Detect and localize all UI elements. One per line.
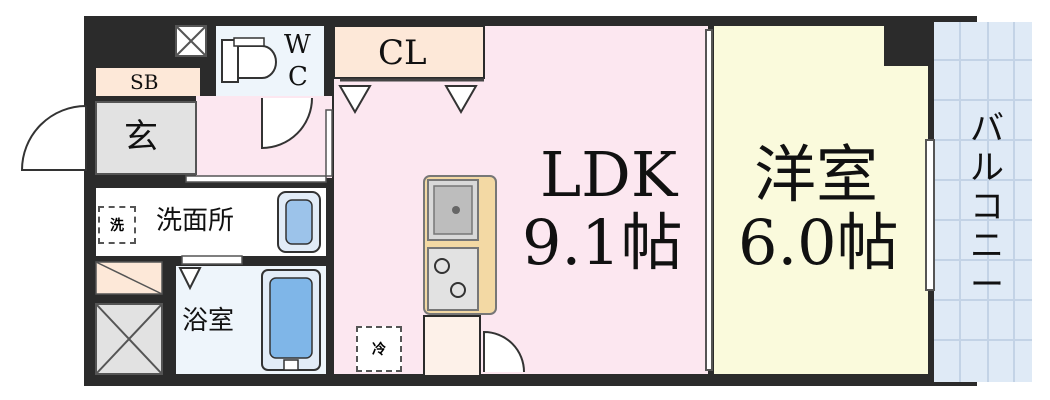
western-room-size: 6.0帖 [738, 206, 899, 279]
toilet-door-swing [261, 97, 313, 150]
closet-door [444, 85, 478, 115]
closet-door [338, 85, 372, 115]
washer-tag: 洗 [98, 206, 136, 244]
stove [427, 247, 479, 311]
sliding-door [705, 29, 713, 371]
storage-door-swing [483, 330, 525, 373]
closet [333, 25, 485, 79]
entrance [96, 102, 196, 174]
ldk-label: LDK [540, 138, 678, 211]
balcony-label: バ ル コ ニ ー [967, 109, 1007, 306]
burner [434, 258, 450, 274]
balcony-char: ニ [970, 226, 1004, 267]
toilet-label-w: W [284, 30, 311, 60]
western-room [714, 26, 928, 374]
bathroom-label: 浴室 [182, 306, 235, 336]
bath-door [178, 267, 202, 291]
ldk-size: 9.1帖 [522, 206, 683, 279]
balcony-char: コ [970, 187, 1004, 228]
burner [450, 282, 466, 298]
storage [423, 315, 481, 377]
closet-label: CL [378, 33, 427, 73]
entrance-label: 玄 [124, 117, 158, 157]
balcony-window [925, 139, 935, 291]
western-room-label: 洋室 [754, 138, 879, 211]
fridge-tag: 冷 [356, 326, 402, 372]
shoe-box [96, 68, 200, 96]
balcony-grid [934, 22, 1040, 382]
ldk-room [334, 26, 708, 374]
balcony-char: ー [970, 265, 1004, 306]
balcony-char: ル [970, 148, 1004, 189]
toilet-label-c: C [288, 62, 308, 92]
entrance-door-swing [20, 105, 87, 171]
balcony-char: バ [970, 109, 1004, 149]
washroom-label: 洗面所 [156, 206, 235, 236]
shoe-box-label: SB [130, 70, 159, 94]
